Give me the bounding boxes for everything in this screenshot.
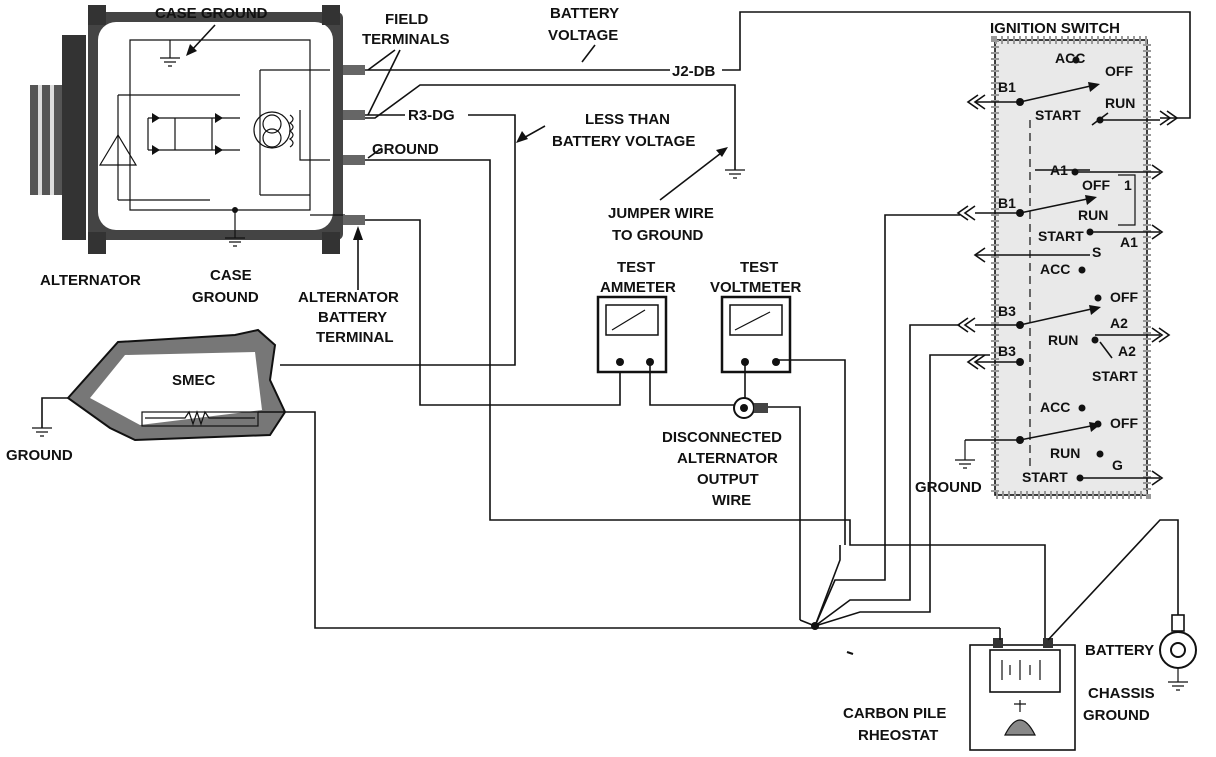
jumper-wire-label-2: TO GROUND bbox=[612, 227, 704, 244]
sw-a2b: A2 bbox=[1118, 343, 1136, 359]
battery-carbon-pile-unit bbox=[969, 638, 1076, 751]
sw-one: 1 bbox=[1124, 177, 1132, 193]
less-than-label-2: BATTERY VOLTAGE bbox=[552, 133, 695, 150]
alt-battery-terminal-label-1: ALTERNATOR bbox=[298, 289, 399, 306]
disconnected-label-4: WIRE bbox=[712, 492, 751, 509]
alt-battery-terminal-label-2: BATTERY bbox=[318, 309, 387, 326]
sw-acc1: ACC bbox=[1055, 50, 1085, 66]
sw-run3: RUN bbox=[1048, 332, 1078, 348]
chassis-ground-label-1: CHASSIS bbox=[1088, 685, 1155, 702]
battery-voltage-label-1: BATTERY bbox=[550, 5, 619, 22]
disconnected-label-2: ALTERNATOR bbox=[677, 450, 778, 467]
disconnected-label-3: OUTPUT bbox=[697, 471, 759, 488]
sw-a2a: A2 bbox=[1110, 315, 1128, 331]
wire-r3-dg-label: R3-DG bbox=[408, 107, 455, 124]
test-voltmeter-label-2: VOLTMETER bbox=[710, 279, 802, 296]
case-ground-bottom-label-2: GROUND bbox=[192, 289, 259, 306]
battery-label: BATTERY bbox=[1085, 642, 1154, 659]
ignition-switch bbox=[991, 36, 1151, 499]
carbon-pile-label-2: RHEOSTAT bbox=[858, 727, 938, 744]
wire-j2-db-label: J2-DB bbox=[672, 63, 716, 80]
sw-acc3: ACC bbox=[1040, 399, 1070, 415]
sw-run1: RUN bbox=[1105, 95, 1135, 111]
test-ammeter-label-1: TEST bbox=[617, 259, 655, 276]
sw-start2: START bbox=[1038, 228, 1084, 244]
case-ground-label: CASE GROUND bbox=[155, 5, 268, 22]
field-terminal-1 bbox=[343, 65, 365, 75]
sw-start1: START bbox=[1035, 107, 1081, 123]
sw-b3b: B3 bbox=[998, 343, 1016, 359]
sw-a1a: A1 bbox=[1050, 162, 1068, 178]
ignition-switch-title: IGNITION SWITCH bbox=[990, 20, 1120, 37]
sw-start3: START bbox=[1092, 368, 1138, 384]
disconnected-output-wire bbox=[733, 397, 768, 419]
disconnected-label-1: DISCONNECTED bbox=[662, 429, 782, 446]
case-ground-bottom-label-1: CASE bbox=[210, 267, 252, 284]
smec-module bbox=[66, 328, 287, 442]
sw-b1b: B1 bbox=[998, 195, 1016, 211]
test-ammeter bbox=[596, 295, 668, 374]
test-ammeter-label-2: AMMETER bbox=[600, 279, 676, 296]
sw-start4: START bbox=[1022, 469, 1068, 485]
alternator bbox=[30, 5, 365, 254]
sw-run4: RUN bbox=[1050, 445, 1080, 461]
sw-run2: RUN bbox=[1078, 207, 1108, 223]
sw-b1a: B1 bbox=[998, 79, 1016, 95]
field-terminals-label-2: TERMINALS bbox=[362, 31, 450, 48]
sw-a1b: A1 bbox=[1120, 234, 1138, 250]
carbon-pile-label-1: CARBON PILE bbox=[843, 705, 946, 722]
battery-symbol bbox=[1159, 614, 1197, 691]
alt-battery-terminal-label-3: TERMINAL bbox=[316, 329, 394, 346]
ground-terminal-label: GROUND bbox=[372, 141, 439, 158]
sw-s: S bbox=[1092, 244, 1101, 260]
ground-left-label: GROUND bbox=[6, 447, 73, 464]
sw-off2: OFF bbox=[1082, 177, 1110, 193]
alternator-pulley bbox=[30, 85, 62, 195]
field-terminal-2 bbox=[343, 110, 365, 120]
sw-off3: OFF bbox=[1110, 289, 1138, 305]
smec-label: SMEC bbox=[172, 372, 216, 389]
sw-b3a: B3 bbox=[998, 303, 1016, 319]
battery-voltage-label-2: VOLTAGE bbox=[548, 27, 618, 44]
sw-off4: OFF bbox=[1110, 415, 1138, 431]
sw-acc2: ACC bbox=[1040, 261, 1070, 277]
field-terminals-label-1: FIELD bbox=[385, 11, 428, 28]
alternator-label: ALTERNATOR bbox=[40, 272, 141, 289]
ground-terminal bbox=[343, 155, 365, 165]
test-voltmeter-label-1: TEST bbox=[740, 259, 778, 276]
sw-off1: OFF bbox=[1105, 63, 1133, 79]
chassis-ground-label-2: GROUND bbox=[1083, 707, 1150, 724]
sw-g: G bbox=[1112, 457, 1123, 473]
jumper-wire-label-1: JUMPER WIRE bbox=[608, 205, 714, 222]
ground-switch-label: GROUND bbox=[915, 479, 982, 496]
battery-terminal bbox=[343, 215, 365, 225]
less-than-label-1: LESS THAN bbox=[585, 111, 670, 128]
